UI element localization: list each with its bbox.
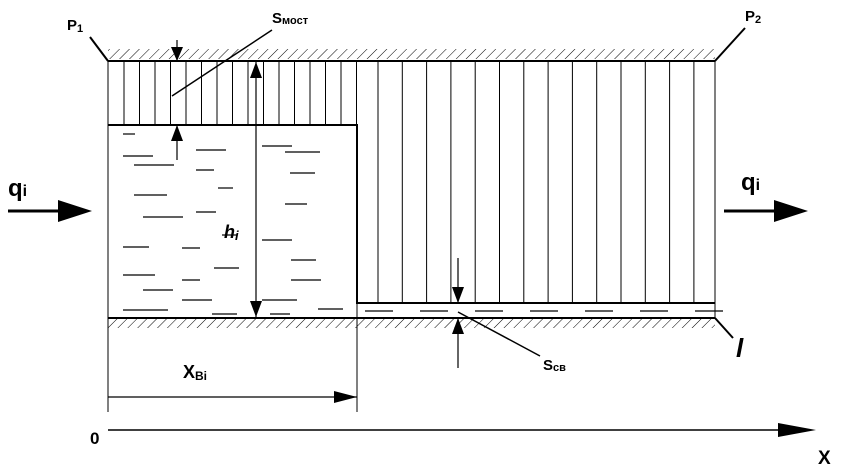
p1-leader: [89, 36, 109, 62]
l-leader: [714, 317, 734, 339]
h-label: hi: [224, 222, 239, 243]
p1-label: P1: [67, 17, 83, 35]
l-label: l: [736, 333, 744, 363]
s-sv-dimension: [452, 258, 541, 368]
liquid-dashes: [123, 133, 343, 315]
gas-region-left: [123, 61, 357, 125]
outflow-arrow: [724, 200, 808, 222]
h-dimension: [250, 62, 262, 317]
q-out-label: qi: [741, 169, 760, 196]
s-sv-label: Sсв: [543, 357, 566, 374]
s-most-label: Sмост: [272, 10, 309, 27]
origin-label: 0: [90, 429, 99, 448]
q-in-label: qi: [8, 175, 27, 202]
top-wall-hatch: [108, 49, 715, 59]
p2-label: P2: [745, 8, 761, 26]
x-axis-label: X: [818, 448, 831, 469]
inflow-arrow: [8, 200, 92, 222]
bottom-wall-hatch: [108, 318, 715, 328]
gas-region-right: [377, 61, 695, 303]
xb-label: XBi: [183, 362, 207, 383]
s-most-dimension: [171, 29, 273, 160]
p2-leader: [714, 27, 746, 62]
liquid-plug-outline: [108, 124, 715, 304]
xb-dimension: [107, 303, 358, 412]
x-axis: [108, 423, 816, 437]
